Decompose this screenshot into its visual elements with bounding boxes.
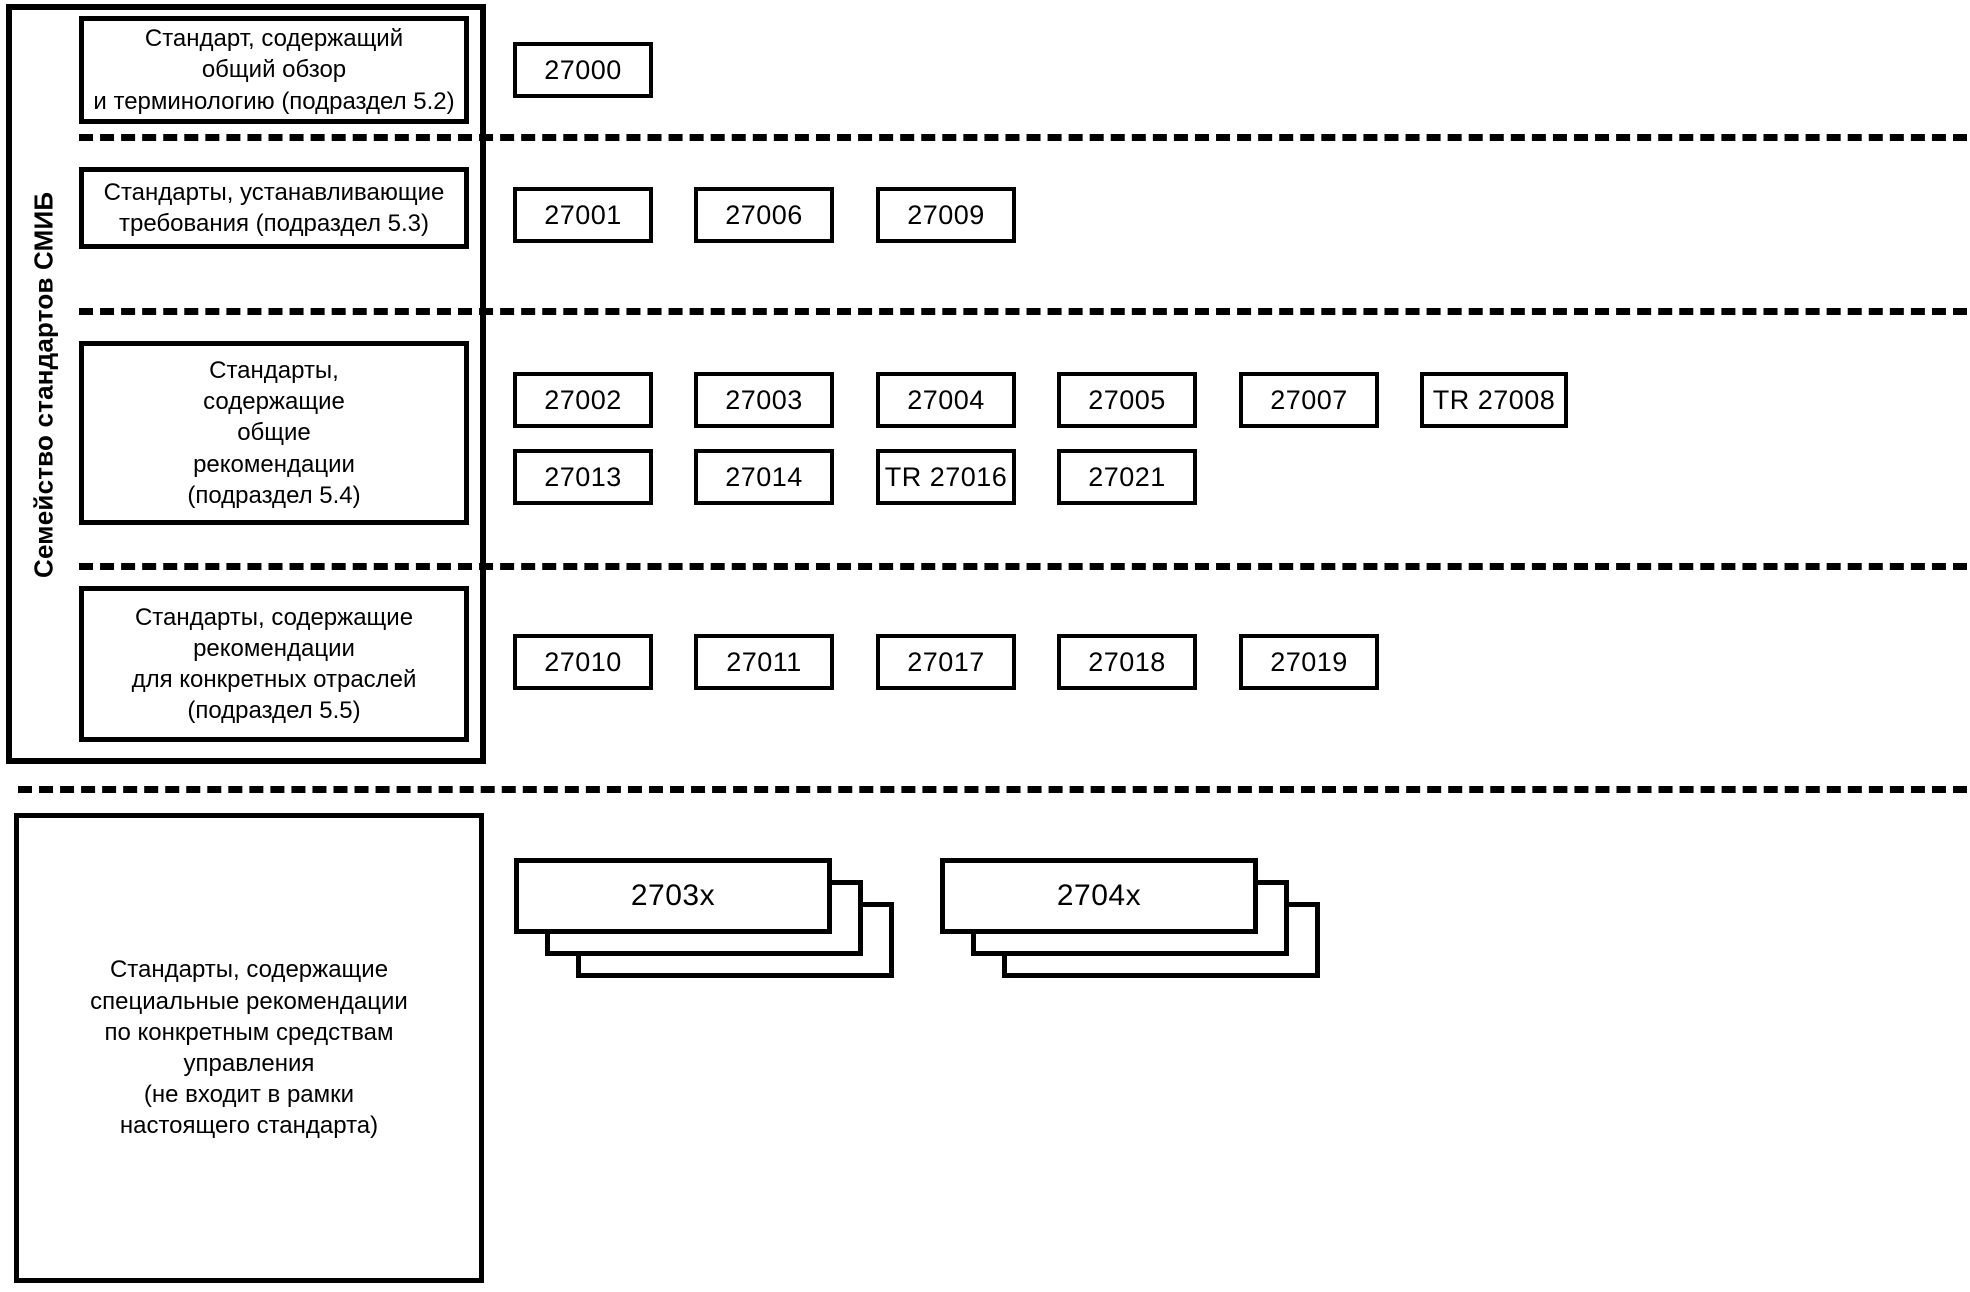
smib-family-frame bbox=[6, 4, 486, 764]
standard-label-2704x: 2704x bbox=[1056, 879, 1142, 912]
standard-label-27009: 27009 bbox=[907, 199, 985, 230]
category-box-general-guidance: Стандарты, содержащие общие рекомендации… bbox=[79, 341, 469, 525]
standard-label-tr-27016: TR 27016 bbox=[884, 461, 1008, 492]
standard-stack-2703x[interactable]: 2703x bbox=[514, 858, 894, 978]
standard-box-27009[interactable]: 27009 bbox=[876, 187, 1016, 243]
separator-3 bbox=[79, 563, 1967, 570]
standard-box-27013[interactable]: 27013 bbox=[513, 449, 653, 505]
category-label-control-guidance: Стандарты, содержащие специальные рекоме… bbox=[90, 956, 408, 1140]
standard-box-27011[interactable]: 27011 bbox=[694, 634, 834, 690]
standard-stack-2704x-sheet-front[interactable]: 2704x bbox=[940, 858, 1258, 934]
category-label-general-guidance: Стандарты, содержащие общие рекомендации… bbox=[187, 357, 361, 509]
category-box-requirements: Стандарты, устанавливающие требования (п… bbox=[79, 167, 469, 249]
standard-box-27017[interactable]: 27017 bbox=[876, 634, 1016, 690]
standard-label-27014: 27014 bbox=[725, 461, 803, 492]
category-box-overview: Стандарт, содержащий общий обзор и терми… bbox=[79, 16, 469, 124]
standard-label-27003: 27003 bbox=[725, 384, 803, 415]
standard-label-27004: 27004 bbox=[907, 384, 985, 415]
category-box-sector-guidance: Стандарты, содержащие рекомендации для к… bbox=[79, 586, 469, 742]
standard-box-27014[interactable]: 27014 bbox=[694, 449, 834, 505]
standard-label-27019: 27019 bbox=[1270, 646, 1348, 677]
standard-box-27001[interactable]: 27001 bbox=[513, 187, 653, 243]
category-label-requirements: Стандарты, устанавливающие требования (п… bbox=[103, 178, 445, 237]
standard-box-27006[interactable]: 27006 bbox=[694, 187, 834, 243]
standard-label-27017: 27017 bbox=[907, 646, 985, 677]
standard-label-27006: 27006 bbox=[725, 199, 803, 230]
separator-1 bbox=[79, 134, 1967, 141]
standard-box-27018[interactable]: 27018 bbox=[1057, 634, 1197, 690]
standard-label-27001: 27001 bbox=[544, 199, 622, 230]
standard-box-27019[interactable]: 27019 bbox=[1239, 634, 1379, 690]
standard-stack-2704x[interactable]: 2704x bbox=[940, 858, 1320, 978]
standard-label-27013: 27013 bbox=[544, 461, 622, 492]
separator-2 bbox=[79, 308, 1967, 315]
standard-label-27007: 27007 bbox=[1270, 384, 1348, 415]
standard-label-27011: 27011 bbox=[726, 646, 802, 677]
separator-4 bbox=[18, 786, 1967, 793]
standard-stack-2703x-sheet-front[interactable]: 2703x bbox=[514, 858, 832, 934]
standard-box-27000[interactable]: 27000 bbox=[513, 42, 653, 98]
standard-label-27010: 27010 bbox=[544, 646, 622, 677]
standard-box-27021[interactable]: 27021 bbox=[1057, 449, 1197, 505]
standard-label-2703x: 2703x bbox=[630, 879, 716, 912]
category-label-overview: Стандарт, содержащий общий обзор и терми… bbox=[93, 25, 455, 115]
standard-box-27004[interactable]: 27004 bbox=[876, 372, 1016, 428]
standard-label-27018: 27018 bbox=[1088, 646, 1166, 677]
standard-box-27002[interactable]: 27002 bbox=[513, 372, 653, 428]
standard-box-27005[interactable]: 27005 bbox=[1057, 372, 1197, 428]
standard-label-27005: 27005 bbox=[1088, 384, 1166, 415]
category-box-control-guidance: Стандарты, содержащие специальные рекоме… bbox=[14, 813, 484, 1283]
standard-box-27003[interactable]: 27003 bbox=[694, 372, 834, 428]
smib-family-side-label: Семейство стандартов СМИБ bbox=[16, 30, 72, 740]
standard-label-27002: 27002 bbox=[544, 384, 622, 415]
standard-label-tr-27008: TR 27008 bbox=[1432, 384, 1556, 415]
category-label-sector-guidance: Стандарты, содержащие рекомендации для к… bbox=[131, 603, 417, 725]
standard-label-27000: 27000 bbox=[544, 54, 622, 85]
standard-box-27010[interactable]: 27010 bbox=[513, 634, 653, 690]
standard-box-tr-27008[interactable]: TR 27008 bbox=[1420, 372, 1568, 428]
standard-label-27021: 27021 bbox=[1088, 461, 1166, 492]
smib-family-side-label-text: Семейство стандартов СМИБ bbox=[28, 191, 59, 579]
standard-box-27007[interactable]: 27007 bbox=[1239, 372, 1379, 428]
standard-box-tr-27016[interactable]: TR 27016 bbox=[876, 449, 1016, 505]
